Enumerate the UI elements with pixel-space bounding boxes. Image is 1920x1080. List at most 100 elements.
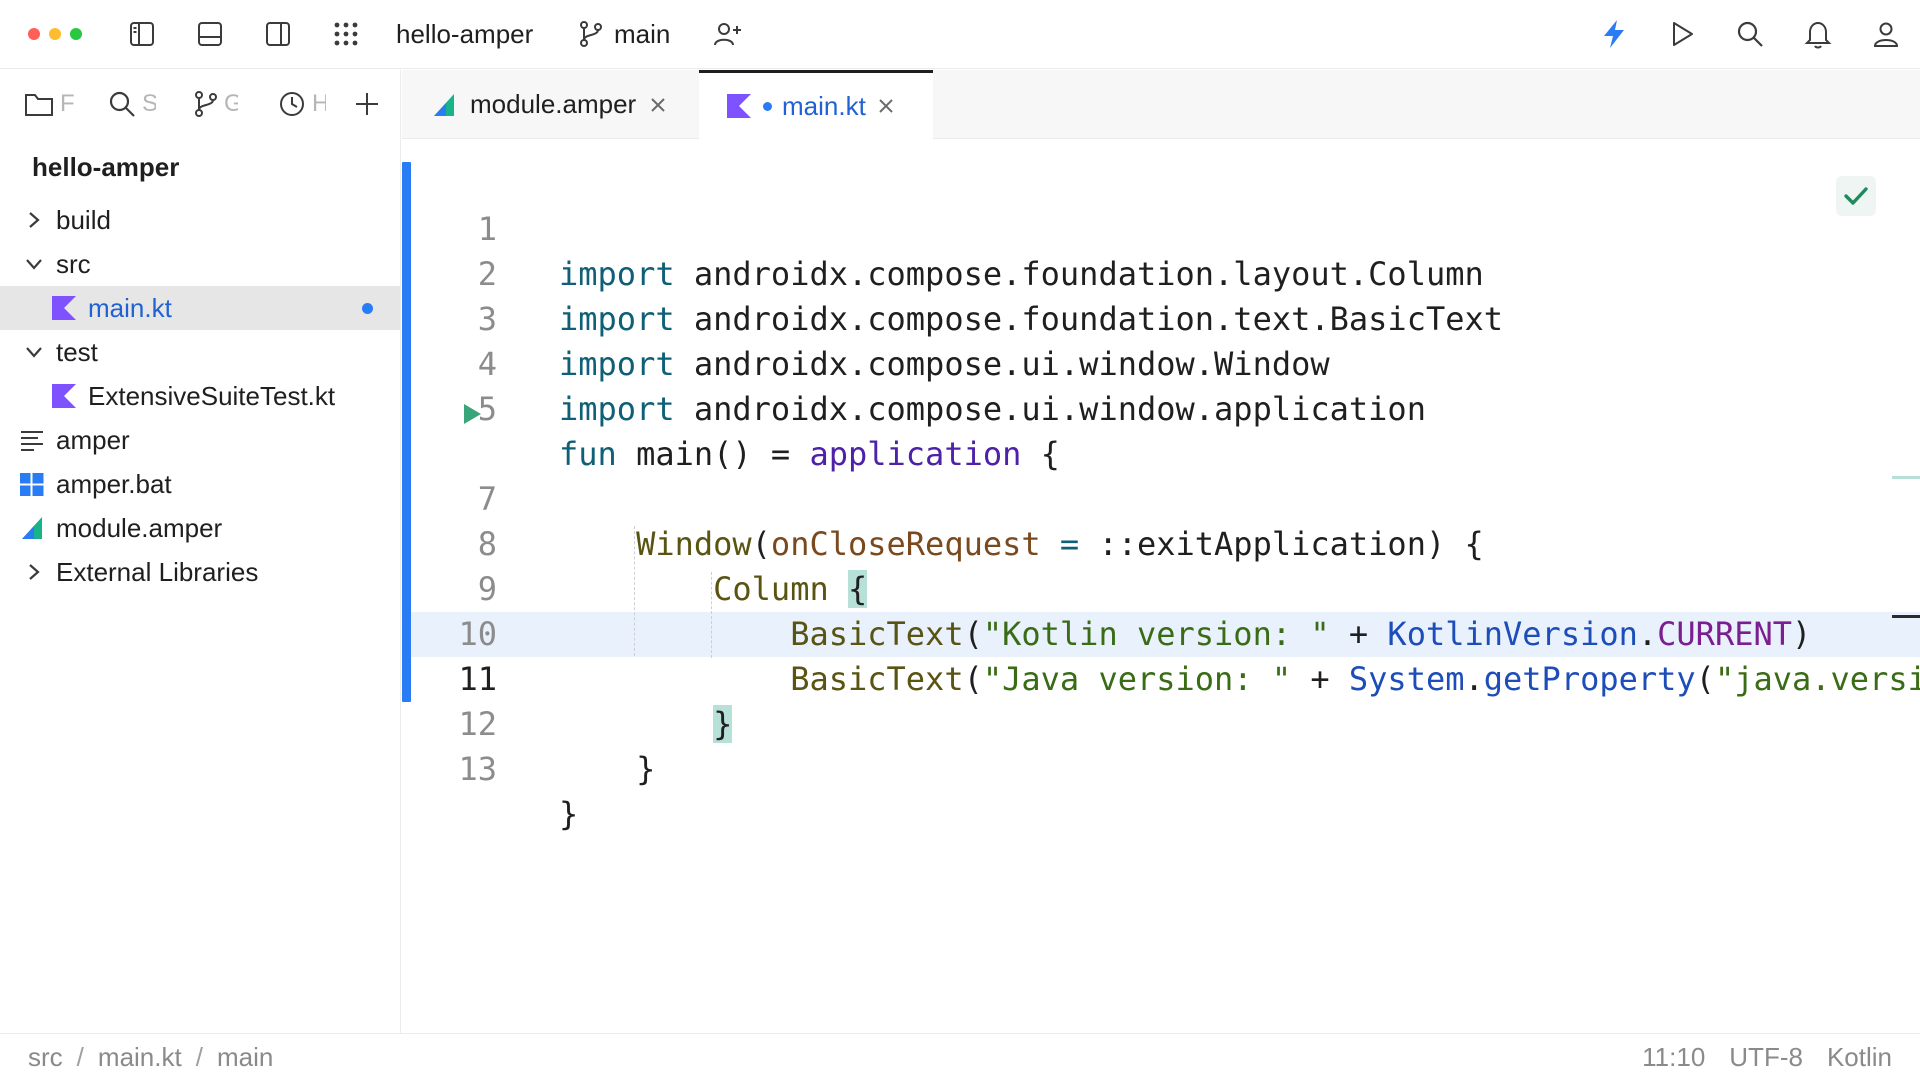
zoom-window-button[interactable] — [70, 28, 82, 40]
kotlin-file-icon — [52, 296, 76, 320]
amper-file-icon — [430, 91, 458, 119]
code-text: BasicText("Java version: " + System.getP… — [790, 660, 1920, 698]
tree-item-label: module.amper — [56, 512, 223, 543]
code-text: import androidx.compose.foundation.layou… — [559, 255, 1484, 293]
chevron-down-icon[interactable] — [22, 252, 46, 276]
tree-item-extensive-suite-test[interactable]: ExtensiveSuiteTest.kt — [0, 374, 400, 418]
code-text: import androidx.compose.ui.window.applic… — [559, 390, 1426, 428]
vcs-change-marker[interactable] — [402, 162, 411, 702]
tab-label: main.kt — [782, 90, 866, 121]
code-line: 9 BasicText("Kotlin version: " + KotlinV… — [402, 522, 1920, 653]
folder-icon — [25, 94, 53, 116]
chevron-right-icon[interactable] — [22, 208, 46, 232]
windows-file-icon — [20, 472, 44, 496]
close-window-button[interactable] — [28, 28, 40, 40]
tree-item-build[interactable]: build — [0, 198, 400, 242]
toggle-right-panel-icon[interactable] — [262, 18, 294, 50]
code-line: fun main() = application { — [402, 387, 1920, 473]
scrollbar-marker[interactable] — [1892, 476, 1920, 479]
tree-item-module-amper[interactable]: module.amper — [0, 506, 400, 550]
plus-icon — [356, 93, 378, 115]
current-line-highlight — [411, 612, 1920, 657]
line-number: 8 — [477, 525, 497, 563]
tree-item-label: ExtensiveSuiteTest.kt — [88, 380, 336, 411]
code-line: 7 Window(onCloseRequest = ::exitApplicat… — [402, 432, 1920, 563]
tree-item-label: amper.bat — [56, 468, 172, 499]
tab-files-label: F — [60, 90, 74, 117]
tab-history[interactable]: H — [278, 88, 326, 120]
tab-git[interactable]: G — [194, 88, 238, 120]
code-line: 1 import androidx.compose.foundation.lay… — [402, 162, 1920, 293]
search-icon[interactable] — [1734, 18, 1766, 50]
code-text: import androidx.compose.foundation.text.… — [559, 300, 1504, 338]
project-tree: build src main.kt test — [0, 198, 400, 594]
git-icon — [195, 91, 217, 117]
tree-item-src[interactable]: src — [0, 242, 400, 286]
close-tab-icon[interactable] — [648, 95, 668, 115]
scrollbar-marker[interactable] — [1892, 615, 1920, 618]
close-tab-icon[interactable] — [876, 96, 896, 116]
indent-guide — [634, 526, 635, 656]
text-file-icon — [20, 428, 44, 452]
breadcrumb: src / main.kt / main — [28, 1042, 273, 1073]
code-editor[interactable]: 1 import androidx.compose.foundation.lay… — [402, 140, 1920, 1033]
chevron-down-icon[interactable] — [22, 340, 46, 364]
tree-item-test[interactable]: test — [0, 330, 400, 374]
code-line: 8 Column { — [402, 477, 1920, 608]
account-icon[interactable] — [1870, 18, 1902, 50]
lightning-icon[interactable] — [1598, 18, 1630, 50]
matched-brace: { — [847, 570, 868, 608]
breadcrumb-item[interactable]: main — [216, 1042, 274, 1072]
run-icon[interactable] — [1666, 18, 1698, 50]
code-text: fun main() = application { — [559, 435, 1060, 473]
breadcrumb-item[interactable]: src — [28, 1042, 63, 1072]
code-text: } — [559, 795, 579, 833]
apps-grid-icon[interactable] — [330, 18, 362, 50]
branch-selector[interactable]: main — [578, 19, 670, 49]
line-number: 13 — [458, 750, 497, 788]
toggle-left-panel-icon[interactable] — [126, 18, 158, 50]
code-text: BasicText("Kotlin version: " + KotlinVer… — [790, 615, 1812, 653]
tree-item-external-libraries[interactable]: External Libraries — [0, 550, 400, 594]
code-line-current: 11 } — [402, 612, 1920, 743]
line-number: 2 — [477, 255, 497, 293]
sidebar-tabs: F S G H — [0, 70, 400, 139]
line-number: 1 — [477, 210, 497, 248]
tab-main-kt[interactable]: main.kt — [699, 70, 933, 139]
tree-item-amper[interactable]: amper — [0, 418, 400, 462]
modified-indicator — [362, 303, 373, 314]
line-number: 11 — [458, 660, 497, 698]
add-tab-button[interactable] — [354, 88, 380, 120]
branch-name: main — [614, 18, 671, 49]
code-text: Window(onCloseRequest = ::exitApplicatio… — [636, 525, 1484, 563]
line-number: 3 — [477, 300, 497, 338]
file-language[interactable]: Kotlin — [1826, 1042, 1892, 1072]
tree-item-label: External Libraries — [56, 556, 259, 587]
project-selector[interactable]: hello-amper — [396, 19, 534, 49]
minimize-window-button[interactable] — [49, 28, 61, 40]
tab-module-amper[interactable]: module.amper — [402, 70, 698, 139]
tab-search[interactable]: S — [108, 88, 156, 120]
tree-item-amper-bat[interactable]: amper.bat — [0, 462, 400, 506]
cursor-position[interactable]: 11:10 — [1642, 1042, 1706, 1072]
tree-item-label: build — [56, 204, 111, 235]
inspections-ok-icon[interactable] — [1836, 176, 1876, 216]
code-line: 5 — [402, 342, 1920, 428]
tab-search-label: S — [142, 90, 156, 117]
main-toolbar: hello-amper main — [0, 0, 1920, 69]
code-text: import androidx.compose.ui.window.Window — [559, 345, 1330, 383]
file-encoding[interactable]: UTF-8 — [1729, 1042, 1803, 1072]
code-line: 13 } — [402, 702, 1920, 833]
breadcrumb-item[interactable]: main.kt — [97, 1042, 182, 1072]
tree-item-main-kt[interactable]: main.kt — [0, 286, 400, 330]
kotlin-file-icon — [52, 384, 76, 408]
line-number: 5 — [477, 390, 497, 428]
search-icon — [109, 91, 135, 117]
toggle-bottom-panel-icon[interactable] — [194, 18, 226, 50]
add-collaborator-icon[interactable] — [712, 18, 744, 50]
tab-files[interactable]: F — [24, 88, 74, 120]
chevron-right-icon[interactable] — [22, 560, 46, 584]
notifications-icon[interactable] — [1802, 18, 1834, 50]
code-text: } — [559, 702, 733, 747]
run-gutter-icon[interactable] — [460, 402, 484, 426]
